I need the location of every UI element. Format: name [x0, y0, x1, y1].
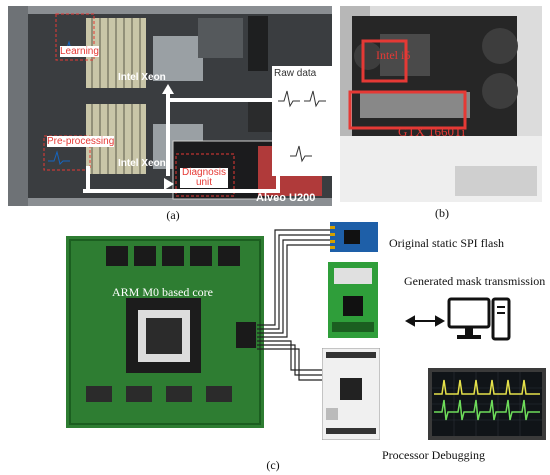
arm-m0-core-label: ARM M0 based core [112, 285, 213, 299]
processor-debugging-label: Processor Debugging [382, 448, 485, 462]
caption-a: (a) [166, 208, 180, 222]
arm-m0-board-photo [66, 236, 264, 428]
preprocessing-label: Pre-processing [47, 136, 115, 147]
gtx-1660ti-label: GTX 1660Ti [398, 124, 466, 139]
computer-icon [405, 297, 511, 341]
wiring [257, 229, 335, 381]
diagnosis-unit-label: Diagnosis unit [180, 168, 228, 188]
spi-flash-module [330, 222, 378, 252]
caption-b: (b) [435, 206, 449, 220]
mask-transmission-label: Generated mask transmission [404, 274, 546, 288]
learning-label: Learning [60, 46, 99, 57]
raw-data-label: Raw data [274, 68, 317, 79]
intel-xeon-top-label: Intel Xeon [118, 72, 166, 83]
alveo-u200-label: Alveo U200 [256, 192, 316, 204]
stm-discovery-board [328, 262, 378, 338]
server-photo-graphic [8, 6, 332, 206]
pc-case-photo [340, 6, 542, 202]
server-photo [8, 6, 332, 206]
caption-c: (c) [266, 458, 280, 472]
intel-xeon-bottom-label: Intel Xeon [118, 158, 166, 169]
pc-case-graphic [340, 6, 542, 202]
arm-m0-board-graphic [66, 236, 264, 428]
spi-flash-label: Original static SPI flash [389, 236, 504, 250]
intel-i5-label: Intel i5 [376, 48, 411, 62]
oscilloscope-photo [428, 368, 546, 440]
arty-fpga-board [322, 348, 380, 440]
